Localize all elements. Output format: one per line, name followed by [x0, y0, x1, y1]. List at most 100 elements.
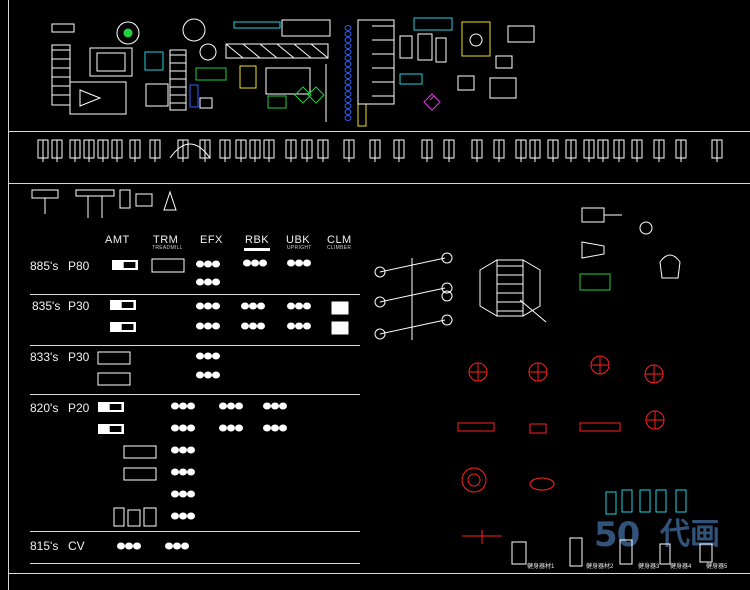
- bottom-equipment-1: [511, 541, 527, 565]
- cv-unit-a-part-2: [133, 542, 141, 550]
- p80-rbk-unit-part-1: [251, 259, 259, 267]
- p20-efx-e-part-2: [187, 490, 195, 498]
- top-armchair: [489, 77, 517, 99]
- red-bike: [529, 477, 555, 491]
- p20-efx-f-part-1: [179, 512, 187, 520]
- p30-835-efx-b-part-1: [204, 322, 212, 330]
- p30-835-efx-b-part-2: [212, 322, 220, 330]
- band3-upright-a: [119, 189, 131, 209]
- center-hook-mid: [441, 290, 453, 302]
- cyan-gym-item-3: [655, 489, 667, 513]
- frame-line-top: [8, 131, 750, 132]
- top-magenta-flower: [423, 93, 441, 111]
- bottom-equipment-2: [569, 537, 583, 567]
- row-model-885: P80: [68, 259, 90, 273]
- p80-ubk-unit-part-2: [303, 259, 311, 267]
- cv-unit-b-part-2: [181, 542, 189, 550]
- center-hook-left-b: [374, 296, 386, 308]
- p20-efx-c: [171, 446, 195, 454]
- truss-diag-3: [276, 43, 295, 59]
- red-bar-b: [529, 423, 547, 434]
- cv-unit-b: [165, 542, 189, 550]
- top-round-table: [116, 21, 140, 45]
- p20-efx-c-part-1: [179, 446, 187, 454]
- top-cyan-chair-set: [144, 51, 164, 71]
- p20-efx-d: [171, 468, 195, 476]
- top-blue-chain-13: [344, 103, 352, 109]
- p20-efx-f: [171, 512, 195, 520]
- row-model-833: P30: [68, 350, 90, 364]
- p20-trm-long-a: [123, 445, 157, 459]
- p20-rbk-a-part-1: [271, 402, 279, 410]
- table-separator-5: [30, 563, 360, 564]
- p20-efx-d-part-0: [171, 468, 179, 476]
- p30-835-amt-b: [110, 322, 136, 332]
- caption-equipment-1: 健身器材1: [527, 564, 555, 570]
- top-blue-chain-5: [344, 55, 352, 61]
- p20-trm-a: [171, 402, 195, 410]
- truss-diag-4: [293, 43, 312, 59]
- truss-diag-5: [310, 43, 329, 59]
- column-header-ubk: UBK: [286, 234, 311, 246]
- row-model-815: CV: [68, 539, 85, 553]
- p20-efx-a: [219, 402, 243, 410]
- p30-835-ubk-a-part-0: [287, 302, 295, 310]
- row-series-820: 820's: [30, 401, 59, 415]
- caption-equipment-5: 健身器5: [706, 564, 728, 570]
- band3-seat: [135, 193, 153, 207]
- top-triangle-mark: [79, 89, 102, 107]
- p20-amt-b-deck: [109, 426, 122, 432]
- p30-835-ubk-b-part-0: [287, 322, 295, 330]
- p30-835-amt-b-deck: [121, 324, 134, 330]
- top-cyan-curve: [413, 17, 453, 31]
- p20-efx-e: [171, 490, 195, 498]
- p20-rbk-a-part-2: [279, 402, 287, 410]
- bottom-equipment-4: [659, 543, 671, 565]
- frame-line-left: [8, 0, 9, 590]
- column-header-clm: CLM: [327, 234, 352, 246]
- p20-trm-long-b: [123, 467, 157, 481]
- top-upright: [435, 37, 447, 63]
- p30-835-efx-a-part-0: [196, 302, 204, 310]
- truss-diag-1: [242, 43, 261, 59]
- p30-833-efx-b-part-0: [196, 371, 204, 379]
- p20-efx-a-part-1: [227, 402, 235, 410]
- row-model-835: P30: [68, 299, 90, 313]
- top-yellow-stack: [357, 103, 367, 127]
- center-hook-right-c: [441, 314, 453, 326]
- p20-efx-f-part-0: [171, 512, 179, 520]
- top-large-table: [69, 81, 127, 115]
- cv-unit-a-part-0: [117, 542, 125, 550]
- p80-efx-unit-b-part-2: [212, 278, 220, 286]
- cv-unit-a-part-1: [125, 542, 133, 550]
- top-blue-chain-10: [344, 85, 352, 91]
- p80-trm-unit: [151, 258, 185, 273]
- top-gear-ornament: [182, 18, 206, 42]
- p30-835-rbk-a-part-0: [241, 302, 249, 310]
- p30-835-rbk-b-part-0: [241, 322, 249, 330]
- p20-efx-d-part-1: [179, 468, 187, 476]
- p30-835-efx-a: [196, 302, 220, 310]
- p30-835-ubk-a-part-1: [295, 302, 303, 310]
- p80-rbk-unit-part-0: [243, 259, 251, 267]
- p20-efx-a-part-2: [235, 402, 243, 410]
- center-arm-left-c: [379, 319, 446, 335]
- cv-unit-b-part-0: [165, 542, 173, 550]
- row-series-885: 885's: [30, 259, 59, 273]
- caption-equipment-3: 健身器3: [638, 564, 660, 570]
- p20-rbk-b-part-1: [271, 424, 279, 432]
- p30-835-efx-b-part-0: [196, 322, 204, 330]
- p20-trm-b-part-2: [187, 424, 195, 432]
- station-right-wing: [522, 259, 541, 317]
- center-hook-left-c: [374, 328, 386, 340]
- p30-835-ubk-b: [287, 322, 311, 330]
- rbk-underline: [244, 248, 270, 251]
- right-chair-symbol: [581, 207, 605, 223]
- p30-835-ubk-a-part-2: [303, 302, 311, 310]
- top-shelving: [357, 19, 395, 105]
- top-table-green-frame: [265, 67, 311, 95]
- p80-ubk-unit-part-0: [287, 259, 295, 267]
- station-left-wing: [479, 259, 498, 317]
- top-meeting-center: [469, 33, 483, 47]
